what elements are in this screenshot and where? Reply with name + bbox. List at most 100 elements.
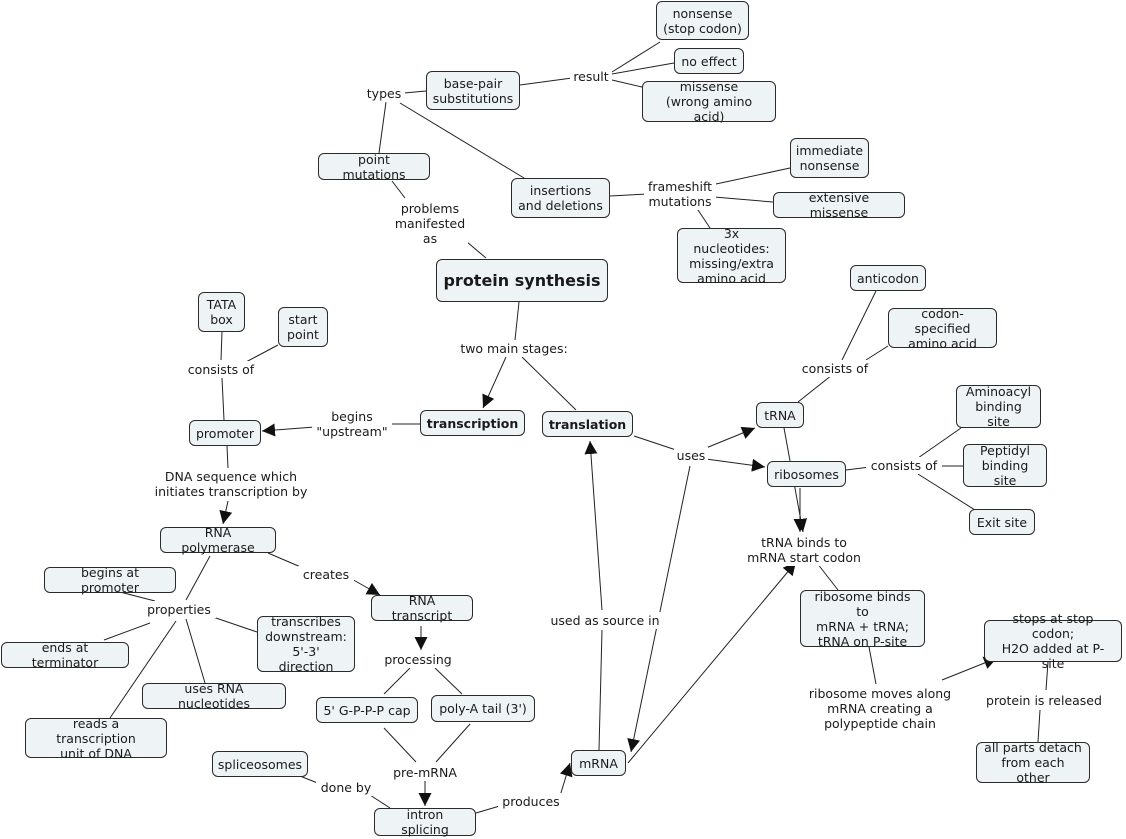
link-trna-binds-start-codon: tRNA binds to mRNA start codon (742, 534, 866, 566)
concept-exit-site: Exit site (969, 509, 1035, 535)
concept-immediate-nonsense: immediate nonsense (790, 138, 869, 178)
concept-missense: missense (wrong amino acid) (642, 79, 776, 124)
edge-two-stages-transcription (482, 356, 507, 409)
edge-frameshift-immediate (715, 167, 791, 185)
concept-nonsense: nonsense (stop codon) (656, 1, 749, 40)
concept-peptidyl-binding-site: Peptidyl binding site (963, 443, 1047, 488)
edge-insertions-frameshift (609, 193, 649, 197)
concept-5-cap: 5' G-P-P-P cap (316, 697, 418, 723)
concept-reads-transcription-unit: reads a transcription unit of DNA (25, 716, 167, 761)
link-properties: properties (142, 601, 216, 618)
edge-point-mutations-types (378, 101, 387, 154)
link-uses: uses (674, 447, 708, 464)
edge-protein-two-stages (514, 301, 520, 341)
concept-rna-transcript: RNA transcript (371, 593, 473, 623)
concept-protein-synthesis: protein synthesis (436, 259, 608, 302)
edge-processing-cap (383, 667, 411, 695)
edge-polymerase-properties (185, 555, 211, 601)
concept-uses-rna-nucleotides: uses RNA nucleotides (142, 681, 286, 711)
edge-consists-trna (797, 374, 833, 403)
edge-uses-trna (705, 426, 756, 449)
concept-codon-specified-amino-acid: codon-specified amino acid (888, 306, 997, 351)
concept-point-mutations: point mutations (318, 152, 430, 182)
edge-dna-seq-polymerase (219, 500, 233, 525)
link-ribosome-moves-along: ribosome moves along mRNA creating a pol… (806, 684, 954, 732)
concept-extensive-missense: extensive missense (773, 190, 905, 220)
edge-two-stages-translation (521, 356, 577, 411)
edge-result-missense (611, 79, 647, 89)
concept-poly-a-tail: poly-A tail (3') (431, 695, 535, 722)
concept-mrna: mRNA (571, 750, 626, 776)
edge-doneby-splicing (369, 794, 391, 809)
edge-properties-reads (109, 620, 177, 719)
concept-transcribes-downstream: transcribes downstream: 5'-3' direction (257, 614, 355, 674)
edge-mrna-used-as-source (598, 629, 603, 751)
concept-all-parts-detach: all parts detach from each other (976, 740, 1090, 785)
edge-properties-uses-nucleotides (185, 618, 206, 684)
concept-start-point: start point (278, 307, 328, 347)
edge-problems-protein (466, 241, 487, 259)
link-two-main-stages: two main stages: (456, 340, 572, 357)
edge-used-as-source-translation (584, 440, 603, 611)
edge-frameshift-3x (695, 206, 711, 229)
edge-translation-uses (633, 435, 677, 451)
link-consists-of-promoter: consists of (184, 361, 258, 378)
link-pre-mrna: pre-mRNA (389, 764, 461, 781)
edge-produces-mrna (559, 762, 573, 797)
link-produces: produces (498, 793, 564, 810)
edge-frameshift-extensive (713, 196, 774, 203)
edge-creates-transcript (349, 577, 381, 596)
concept-ribosomes: ribosomes (767, 461, 846, 487)
edge-properties-ends (103, 622, 151, 641)
concept-3x-nucleotides: 3x nucleotides: missing/extra amino acid (677, 226, 786, 286)
link-used-as-source-in: used as source in (546, 612, 664, 629)
link-types: types (363, 85, 405, 102)
link-done-by: done by (316, 779, 376, 796)
concept-no-effect: no effect (674, 48, 744, 74)
edge-poly-premrna (435, 723, 471, 763)
edge-consists-exit (917, 473, 976, 511)
concept-tata-box: TATA box (198, 292, 245, 332)
link-protein-is-released: protein is released (982, 692, 1106, 709)
edge-released-detach (1037, 709, 1041, 743)
edge-consists-aminoacyl (917, 427, 962, 459)
concept-ribosome-binds: ribosome binds to mRNA + tRNA; tRNA on P… (800, 589, 925, 649)
edge-start-consists (245, 344, 279, 363)
concept-begins-at-promoter: begins at promoter (44, 565, 176, 595)
edge-point-problems (391, 180, 406, 199)
edge-result-nonsense (611, 41, 661, 73)
edge-consists-promoter (221, 377, 225, 421)
edge-begins-properties (119, 591, 156, 602)
edge-promoter-dna-seq (226, 445, 229, 469)
link-consists-of-trna: consists of (798, 360, 872, 377)
edge-result-no-effect (611, 62, 675, 75)
edge-cap-premrna (383, 727, 417, 763)
concept-anticodon: anticodon (850, 265, 926, 291)
edge-types-insertions (399, 102, 525, 179)
link-problems-manifested-as: problems manifested as (392, 200, 468, 246)
concept-translation: translation (542, 411, 633, 437)
concept-spliceosomes: spliceosomes (212, 751, 308, 777)
concept-transcription: transcription (420, 410, 525, 436)
link-creates: creates (298, 566, 354, 583)
link-begins-upstream: begins "upstream" (312, 408, 392, 440)
concept-stops-at-stop-codon: stops at stop codon; H2O added at P-site (984, 611, 1122, 671)
edge-anticodon-consists (841, 290, 877, 361)
concept-insertions-deletions: insertions and deletions (511, 178, 610, 218)
edge-uses-mrna (627, 465, 691, 753)
edge-ribosome-binds-moves (868, 646, 877, 685)
link-consists-of-ribosomes: consists of (866, 457, 942, 474)
edge-properties-transcribes (209, 615, 258, 633)
concept-aminoacyl-binding-site: Aminoacyl binding site (956, 384, 1041, 429)
concept-base-pair-substitutions: base-pair substitutions (426, 71, 520, 110)
link-result: result (570, 68, 612, 85)
link-processing: processing (380, 651, 456, 668)
concept-rna-polymerase: RNA polymerase (160, 525, 276, 555)
concept-trna: tRNA (756, 402, 804, 428)
edge-tata-consists (220, 330, 223, 361)
link-dna-sequence-initiates: DNA sequence which initiates transcripti… (150, 468, 312, 500)
edge-mrna-trna-binds (627, 561, 797, 764)
edge-types-base-pair (403, 90, 427, 94)
edge-stops-released (1045, 661, 1049, 691)
